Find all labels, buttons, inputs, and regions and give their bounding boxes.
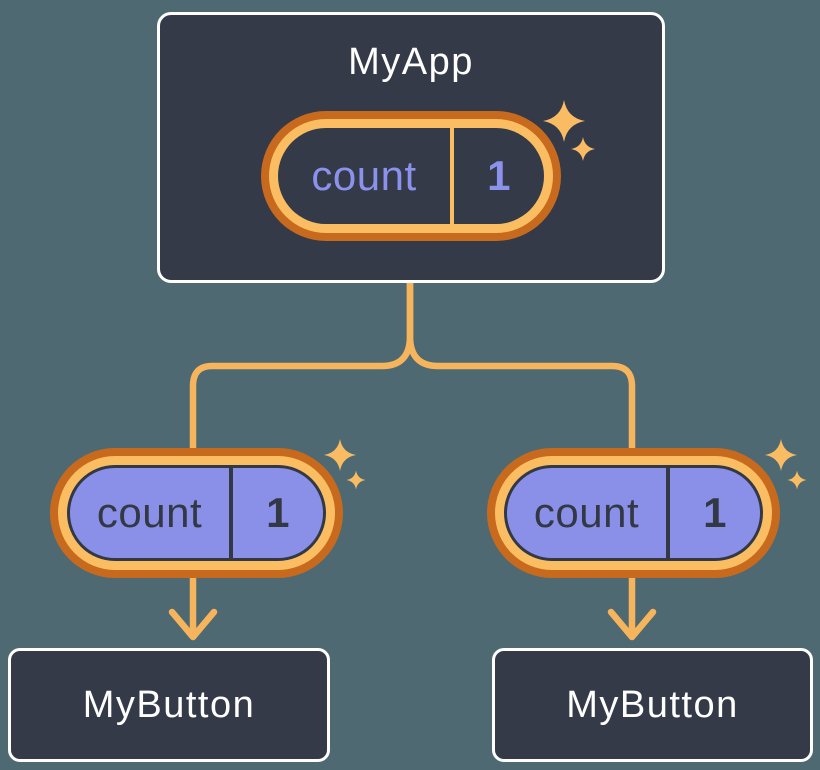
state-pill-core: count 1	[278, 128, 544, 224]
state-value: 1	[487, 152, 511, 199]
prop-pill-right: count 1	[487, 448, 780, 578]
component-title-myapp: MyApp	[348, 41, 474, 83]
prop-pill-core: count 1	[504, 465, 763, 561]
prop-name: count	[533, 489, 640, 536]
state-name: count	[311, 152, 417, 199]
prop-value: 1	[266, 489, 290, 536]
state-pill-inner-ring: count 1	[269, 119, 553, 233]
prop-pill-inner-ring: count 1	[58, 456, 335, 570]
component-box-mybutton-right: MyButton	[492, 648, 813, 762]
pill-divider	[450, 128, 454, 224]
arrowhead-left-icon	[168, 608, 218, 641]
component-box-mybutton-left: MyButton	[8, 648, 330, 762]
prop-value: 1	[703, 489, 727, 536]
prop-name: count	[96, 489, 203, 536]
component-title-mybutton: MyButton	[82, 683, 256, 726]
prop-pill-core: count 1	[67, 465, 326, 561]
prop-pill-left: count 1	[50, 448, 343, 578]
arrowhead-right-icon	[607, 608, 657, 641]
component-box-myapp: MyApp count 1	[157, 12, 665, 283]
state-pill-root: count 1	[261, 111, 561, 241]
component-title-mybutton: MyButton	[566, 683, 739, 726]
pill-divider	[666, 468, 670, 558]
prop-pill-inner-ring: count 1	[495, 456, 772, 570]
